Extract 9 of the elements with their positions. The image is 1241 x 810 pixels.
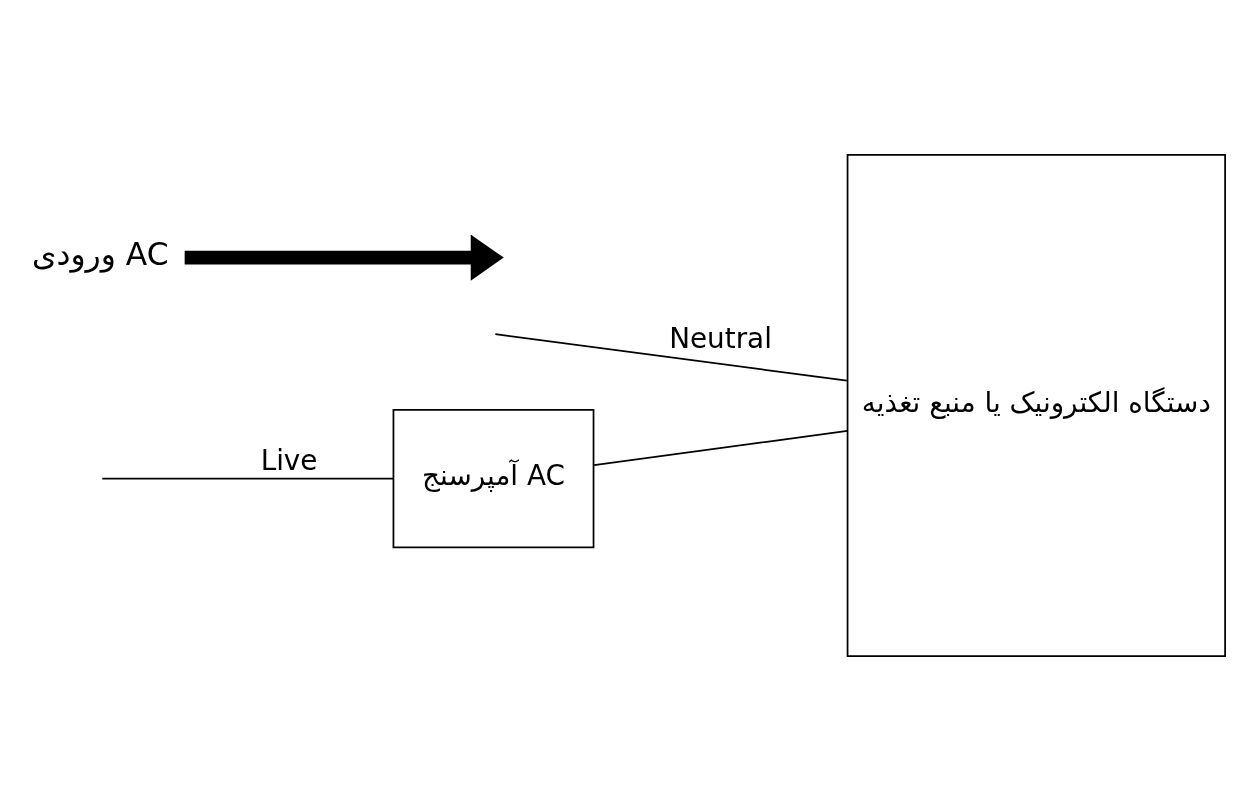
connector (593, 429, 849, 466)
connector (101, 477, 394, 479)
node-box: دستگاه الکترونیک یا منبع تغذیه (846, 153, 1226, 657)
edge-label: Live (260, 443, 318, 477)
node-box: آمپرسنج AC (392, 408, 595, 548)
arrow (184, 234, 504, 281)
node-text: ورودی AC (32, 235, 169, 272)
edge-label: Neutral (669, 321, 772, 355)
connector (494, 332, 848, 382)
